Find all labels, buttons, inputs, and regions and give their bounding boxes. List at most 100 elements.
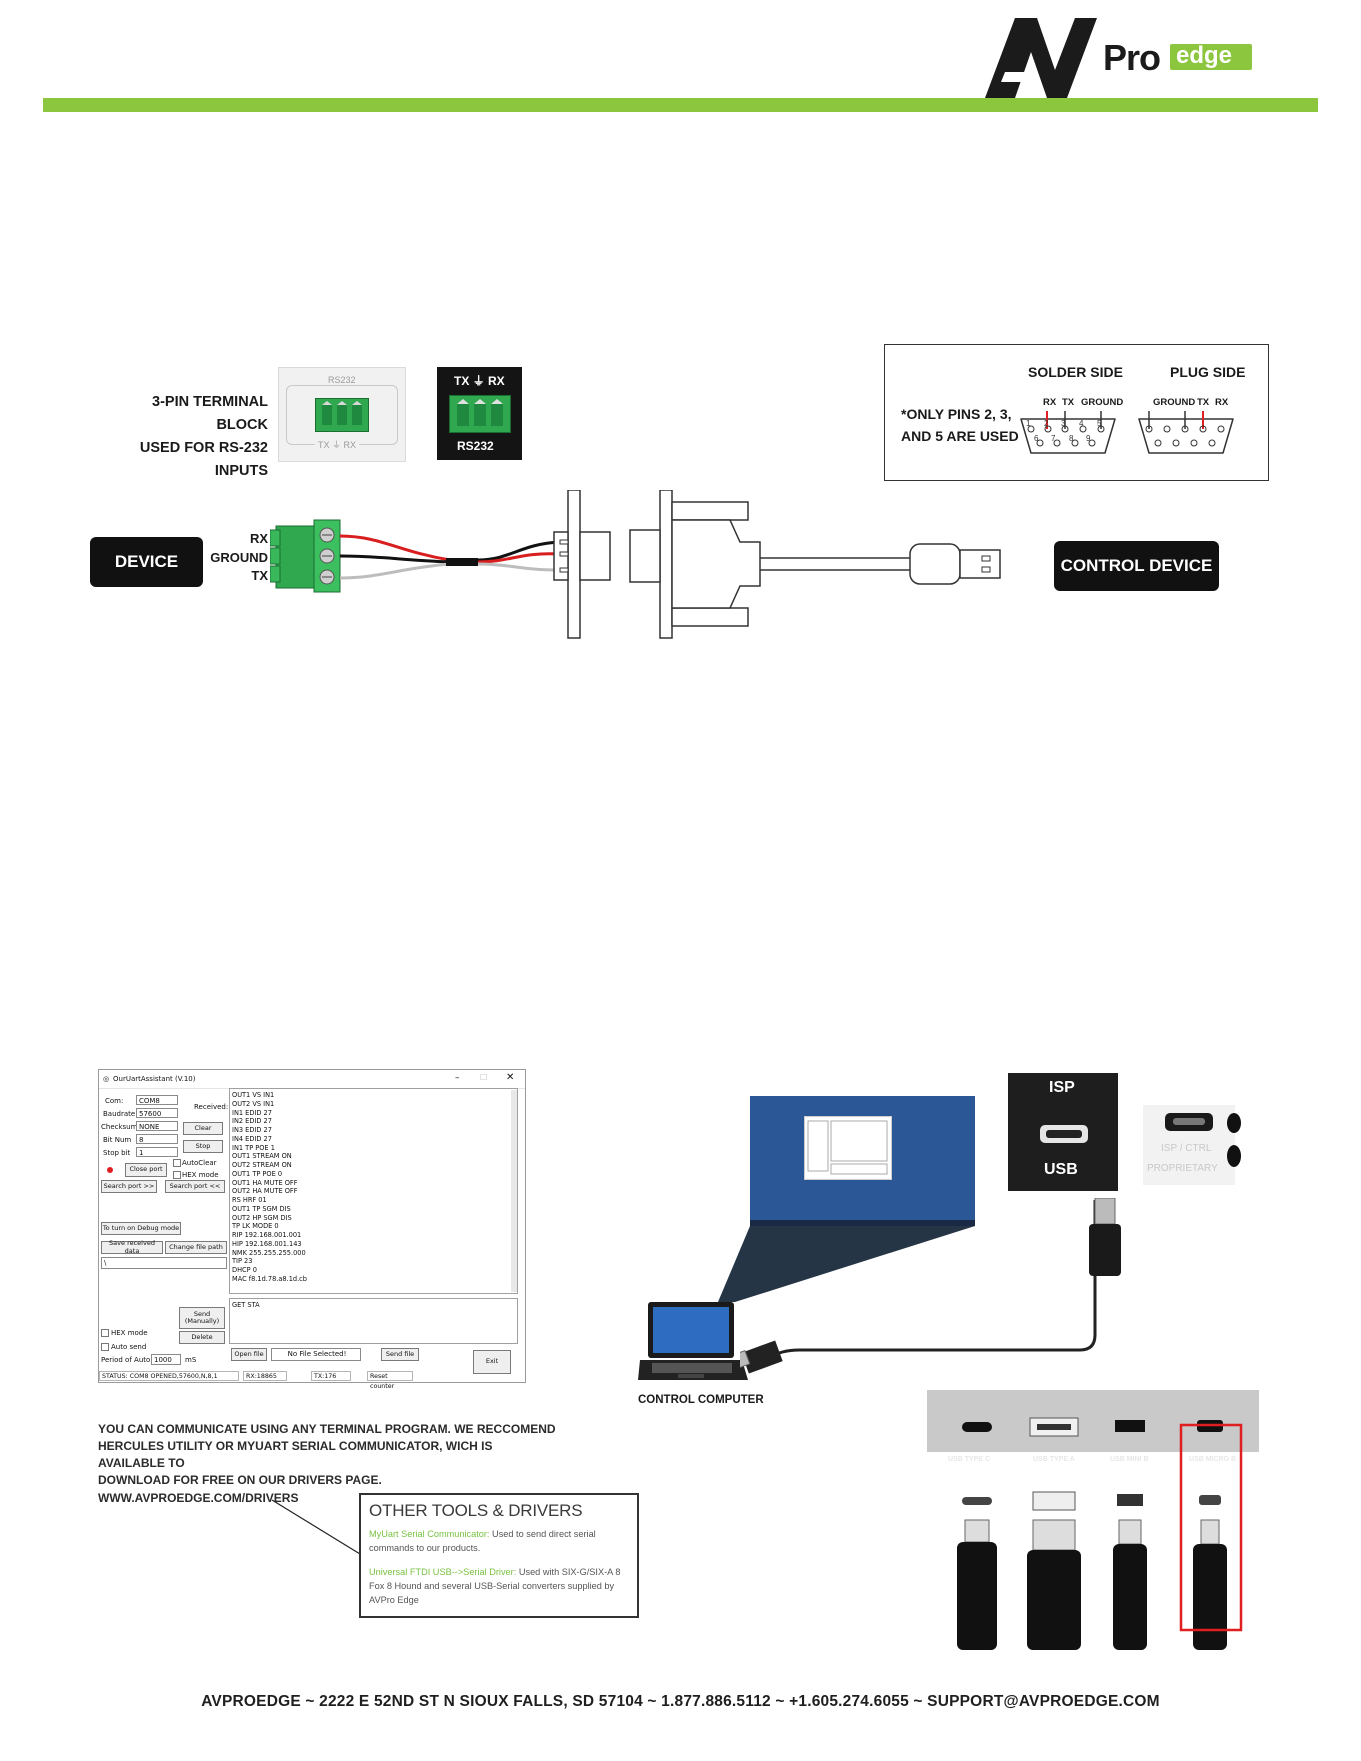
usb-types-diagram bbox=[957, 1417, 1243, 1650]
terminal-block-caption: 3-PIN TERMINAL BLOCK USED FOR RS-232 INP… bbox=[118, 391, 268, 483]
info-paragraph: YOU CAN COMMUNICATE USING ANY TERMINAL P… bbox=[98, 1421, 558, 1489]
pins-note: *ONLY PINS 2, 3, AND 5 ARE USED bbox=[901, 403, 1019, 447]
pin-7: 7 bbox=[1051, 434, 1056, 443]
panel-dark-bottom-label: RS232 bbox=[457, 439, 494, 453]
received-line: OUT2 VS IN1 bbox=[232, 1099, 275, 1108]
send-text: GET STA bbox=[232, 1301, 260, 1309]
drivers-link[interactable]: WWW.AVPROEDGE.COM/DRIVERS bbox=[98, 1491, 299, 1505]
window-titlebar: ◎ OurUartAssistant (V.10) – ☐ ✕ bbox=[99, 1070, 525, 1089]
ground-label: GROUND bbox=[210, 549, 268, 565]
stop-button[interactable]: Stop bbox=[183, 1140, 223, 1153]
hexmode-send-label: HEX mode bbox=[111, 1329, 148, 1337]
isp-ctrl-label: ISP / CTRL bbox=[1161, 1143, 1212, 1154]
pin-2: 2 bbox=[1044, 419, 1049, 428]
bitnum-label: Bit Num bbox=[103, 1136, 132, 1144]
checksum-label: Checksum bbox=[101, 1123, 138, 1131]
usb-micro-b-label: USB MICRO B bbox=[1189, 1456, 1237, 1463]
send-file-button[interactable]: Send file bbox=[381, 1348, 419, 1361]
control-computer-label: CONTROL COMPUTER bbox=[638, 1394, 764, 1406]
bitnum-select[interactable]: 8 bbox=[136, 1134, 178, 1144]
uart-assistant-window: ◎ OurUartAssistant (V.10) – ☐ ✕ Com: COM… bbox=[98, 1069, 526, 1390]
db9-pinout-box: SOLDER SIDE PLUG SIDE *ONLY PINS 2, 3, A… bbox=[884, 344, 1269, 481]
logo-pro: Pro bbox=[1103, 37, 1161, 78]
tools-item-2: Universal FTDI USB-->Serial Driver: Used… bbox=[369, 1565, 629, 1607]
isp-usb-panel: ISP USB bbox=[1008, 1073, 1118, 1191]
usb-mini-b-label: USB MINI B bbox=[1110, 1456, 1149, 1463]
baud-select[interactable]: 57600 bbox=[136, 1108, 178, 1118]
save-received-button[interactable]: Save received data bbox=[101, 1240, 163, 1254]
logo-mark bbox=[985, 18, 1097, 98]
micro-usb-port bbox=[1040, 1125, 1088, 1143]
change-file-path-button[interactable]: Change file path bbox=[165, 1241, 227, 1254]
send-input[interactable]: GET STA bbox=[229, 1298, 518, 1344]
received-line: IN1 TP POE 1 bbox=[232, 1143, 275, 1152]
com-select[interactable]: COM8 bbox=[136, 1095, 178, 1105]
isp-label: ISP bbox=[1049, 1079, 1075, 1096]
stopbit-select[interactable]: 1 bbox=[136, 1147, 178, 1157]
autoclear-label: AutoClear bbox=[182, 1159, 217, 1167]
stopbit-label: Stop bit bbox=[103, 1149, 131, 1157]
delete-button[interactable]: Delete bbox=[179, 1331, 225, 1344]
ftdi-link[interactable]: Universal FTDI USB-->Serial Driver: bbox=[369, 1567, 517, 1577]
screen-app-thumbnail bbox=[804, 1116, 892, 1180]
isp-ctrl-knob-2 bbox=[1227, 1145, 1241, 1167]
search-port-forward-button[interactable]: Search port >> bbox=[101, 1180, 157, 1193]
solder-rx-label: RX bbox=[1043, 397, 1057, 408]
port-status-led bbox=[107, 1167, 113, 1173]
green-connector bbox=[315, 398, 369, 432]
status-text: STATUS: COM8 OPENED,57600,N,8,1 bbox=[99, 1371, 239, 1381]
received-line: OUT1 TP SGM DIS bbox=[232, 1204, 291, 1213]
manually-label: (Manually) bbox=[184, 1317, 220, 1325]
search-port-back-button[interactable]: Search port << bbox=[165, 1180, 225, 1193]
app-icon: ◎ bbox=[103, 1075, 110, 1083]
received-line: TP LK MODE 0 bbox=[232, 1222, 279, 1231]
pin-9: 9 bbox=[1086, 434, 1091, 443]
reset-counter-button[interactable]: Reset counter bbox=[367, 1371, 413, 1390]
close-port-button[interactable]: Close port bbox=[125, 1163, 167, 1177]
received-line: NMK 255.255.255.000 bbox=[232, 1248, 306, 1257]
plug-side-title: PLUG SIDE bbox=[1170, 364, 1246, 380]
thumbnail-lines bbox=[807, 1120, 888, 1175]
plug-tx-label: TX bbox=[1197, 397, 1210, 408]
file-path-input[interactable]: \ bbox=[101, 1257, 227, 1269]
autoclear-checkbox[interactable] bbox=[173, 1159, 181, 1167]
panel-top-label: RS232 bbox=[325, 375, 359, 385]
rx-label: RX bbox=[249, 531, 268, 546]
received-line: IN3 EDID 27 bbox=[232, 1126, 272, 1134]
close-icon[interactable]: ✕ bbox=[506, 1072, 515, 1083]
received-line: OUT1 STREAM ON bbox=[232, 1152, 292, 1161]
exit-button[interactable]: Exit bbox=[473, 1350, 511, 1374]
db9-drawings bbox=[1020, 411, 1234, 454]
received-line: OUT2 HP SGM DIS bbox=[232, 1213, 292, 1222]
hexmode-checkbox[interactable] bbox=[173, 1171, 181, 1179]
period-input[interactable]: 1000 bbox=[151, 1354, 181, 1365]
hexmode-send-checkbox[interactable] bbox=[101, 1329, 109, 1337]
window-title: OurUartAssistant (V.10) bbox=[113, 1075, 196, 1083]
other-tools-box: OTHER TOOLS & DRIVERS MyUart Serial Comm… bbox=[359, 1493, 639, 1618]
pin-labels: RX GROUND TX bbox=[200, 530, 268, 586]
received-line: HIP 192.168.001.143 bbox=[232, 1239, 302, 1248]
micro-usb-plug-icon bbox=[1089, 1197, 1121, 1276]
received-scrollbar[interactable] bbox=[511, 1090, 517, 1292]
autosend-checkbox[interactable] bbox=[101, 1343, 109, 1351]
clear-button[interactable]: Clear bbox=[183, 1122, 223, 1135]
send-manually-button[interactable]: Send (Manually) bbox=[179, 1307, 225, 1329]
received-line: TIP 23 bbox=[232, 1257, 253, 1266]
myuart-link[interactable]: MyUart Serial Communicator: bbox=[369, 1529, 490, 1539]
connector-dark-pins bbox=[457, 399, 503, 426]
minimize-icon[interactable]: – bbox=[455, 1073, 460, 1083]
logo-edge-text: edge bbox=[1176, 42, 1233, 69]
received-line: RS HRF 01 bbox=[232, 1196, 267, 1204]
checksum-select[interactable]: NONE bbox=[136, 1121, 178, 1131]
pin-3: 3 bbox=[1061, 419, 1066, 428]
debug-mode-button[interactable]: To turn on Debug mode bbox=[101, 1222, 181, 1235]
maximize-icon[interactable]: ☐ bbox=[480, 1073, 488, 1082]
received-line: DHCP 0 bbox=[232, 1266, 257, 1274]
header-rule bbox=[43, 98, 1318, 112]
usb-cable bbox=[740, 1200, 1097, 1374]
open-file-button[interactable]: Open file bbox=[231, 1348, 267, 1361]
usb-label: USB bbox=[1044, 1161, 1078, 1178]
isp-ctrl-panel: ISP / CTRL PROPRIETARY bbox=[1143, 1105, 1241, 1185]
selected-file-field: No File Selected! bbox=[271, 1348, 361, 1361]
